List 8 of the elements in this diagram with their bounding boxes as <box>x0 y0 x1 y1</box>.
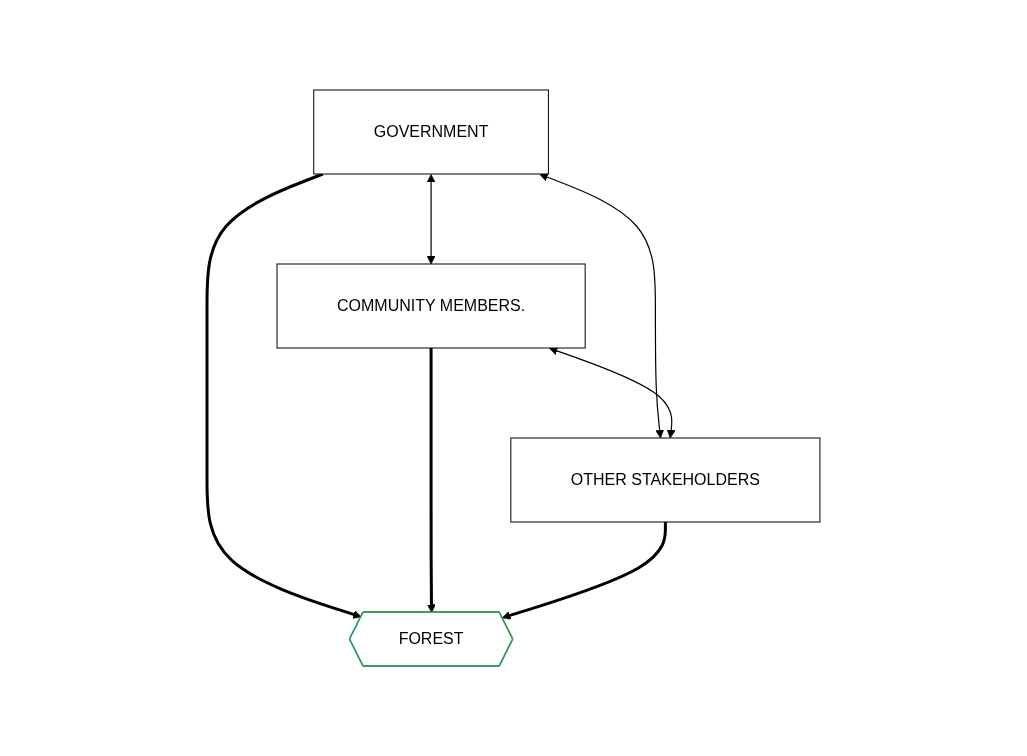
arrow <box>501 522 667 620</box>
arrow <box>427 348 436 613</box>
node-box: GOVERNMENT <box>313 89 549 175</box>
node-box: OTHER STAKEHOLDERS <box>510 437 821 523</box>
arrow <box>426 174 436 265</box>
arrow <box>539 172 665 439</box>
arrow <box>205 172 362 619</box>
node-box: COMMUNITY MEMBERS. <box>276 263 586 349</box>
